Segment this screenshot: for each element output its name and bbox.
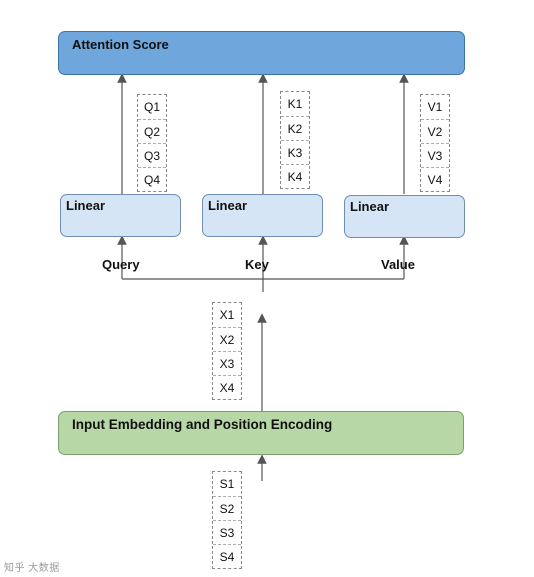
k-cell: K1: [287, 97, 303, 111]
linear-box-query: Linear: [60, 194, 181, 237]
key-label: Key: [245, 257, 269, 272]
k-stack: K1 K2 K3 K4: [280, 91, 310, 189]
embedding-box: Input Embedding and Position Encoding: [58, 411, 464, 455]
v-cell: V2: [421, 119, 449, 143]
value-label: Value: [381, 257, 415, 272]
x-stack: X1 X2 X3 X4: [212, 302, 242, 400]
q-cell: Q3: [138, 143, 166, 167]
k-cell: K4: [281, 164, 309, 188]
linear-box-key: Linear: [202, 194, 323, 237]
v-cell: V3: [421, 143, 449, 167]
x-cell: X2: [213, 327, 241, 351]
s-cell: S3: [213, 520, 241, 544]
linear-box-value: Linear: [344, 195, 465, 238]
embedding-label: Input Embedding and Position Encoding: [72, 417, 333, 432]
q-cell: Q4: [138, 167, 166, 191]
x-cell: X1: [219, 308, 235, 322]
x-cell: X3: [213, 351, 241, 375]
linear-label: Linear: [66, 198, 106, 213]
v-stack: V1 V2 V3 V4: [420, 94, 450, 192]
k-cell: K2: [281, 116, 309, 140]
q-cell: Q1: [143, 100, 160, 114]
k-cell: K3: [281, 140, 309, 164]
attention-score-label: Attention Score: [72, 37, 169, 52]
watermark: 知乎 大数据: [4, 563, 60, 574]
q-stack: Q1 Q2 Q3 Q4: [137, 94, 167, 192]
attention-score-box: Attention Score: [58, 31, 465, 75]
q-cell: Q2: [138, 119, 166, 143]
s-cell: S2: [213, 496, 241, 520]
query-label: Query: [102, 257, 140, 272]
v-cell: V4: [421, 167, 449, 191]
s-cell: S4: [213, 544, 241, 568]
s-cell: S1: [219, 477, 235, 491]
linear-label: Linear: [350, 199, 390, 214]
s-stack: S1 S2 S3 S4: [212, 471, 242, 569]
v-cell: V1: [427, 100, 443, 114]
x-cell: X4: [213, 375, 241, 399]
linear-label: Linear: [208, 198, 248, 213]
